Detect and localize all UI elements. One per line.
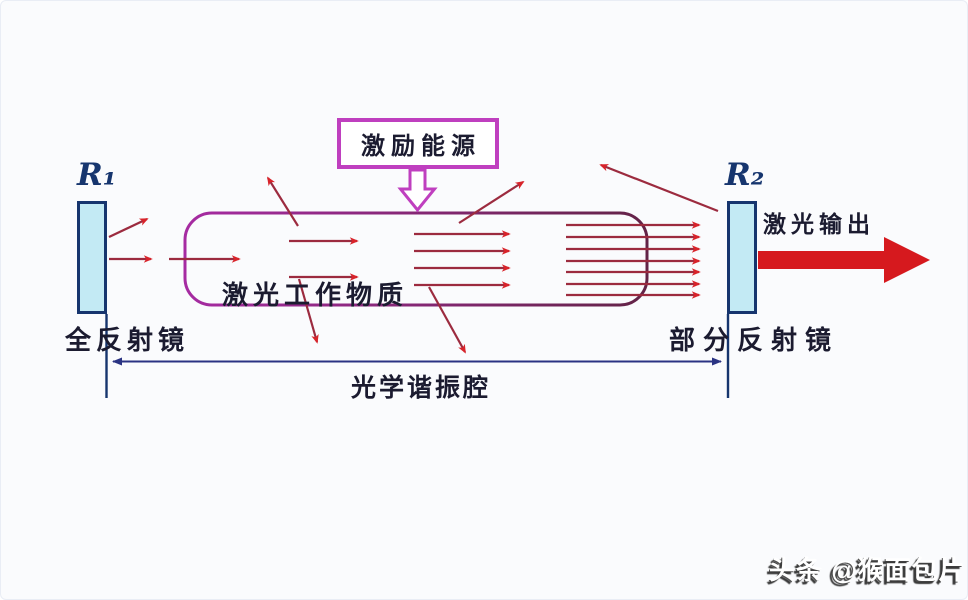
spontaneous-emission-arrows <box>108 163 719 354</box>
cavity-dimension <box>105 314 730 398</box>
laser-output-label: 激光输出 <box>763 211 875 237</box>
amplified-beam-arrows <box>566 221 701 299</box>
pump-source-box: 激励能源 <box>337 118 499 169</box>
cavity-label: 光学谐振腔 <box>351 374 492 402</box>
r2-symbol: R₂ <box>725 157 765 193</box>
partial-reflection-mirror <box>727 201 757 314</box>
watermark: 头条 @猴面包片 <box>769 555 966 585</box>
gain-medium-label: 激光工作物质 <box>222 280 409 310</box>
r1-symbol: R₁ <box>77 157 117 193</box>
pump-arrow-icon <box>397 168 438 213</box>
left-mirror-label: 全反射镜 <box>65 325 190 355</box>
stimulated-emission-arrows <box>414 230 511 289</box>
total-reflection-mirror <box>77 201 107 314</box>
laser-output-arrow <box>758 237 930 283</box>
right-mirror-label: 部分反射镜 <box>669 325 840 355</box>
pump-source-label: 激励能源 <box>361 133 481 160</box>
